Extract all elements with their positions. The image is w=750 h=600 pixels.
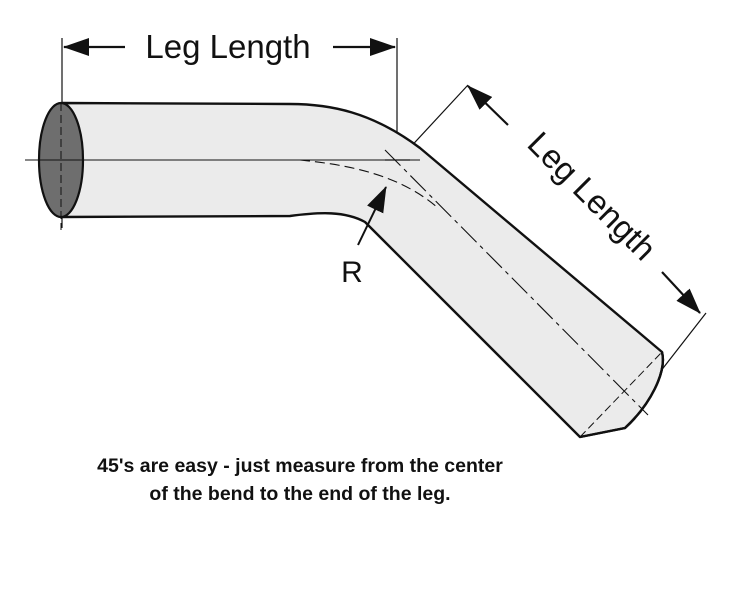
bend-centerline <box>299 159 439 209</box>
radius-pointer-arrow <box>357 186 387 246</box>
angled-dimension-arrow-lower <box>661 271 701 314</box>
outlet-end-axis <box>579 351 663 438</box>
outlet-end-arc <box>579 351 665 439</box>
caption-line-2: of the bend to the end of the leg. <box>149 483 451 505</box>
caption-line-1: 45's are easy - just measure from the ce… <box>97 455 503 477</box>
top-dimension-label: Leg Length <box>145 28 310 65</box>
angled-dimension-label: Leg Length <box>521 124 664 267</box>
radius-label: R <box>341 256 363 289</box>
angled-dimension-arrow-upper <box>467 85 509 126</box>
angled-leg-centerline <box>384 149 649 416</box>
